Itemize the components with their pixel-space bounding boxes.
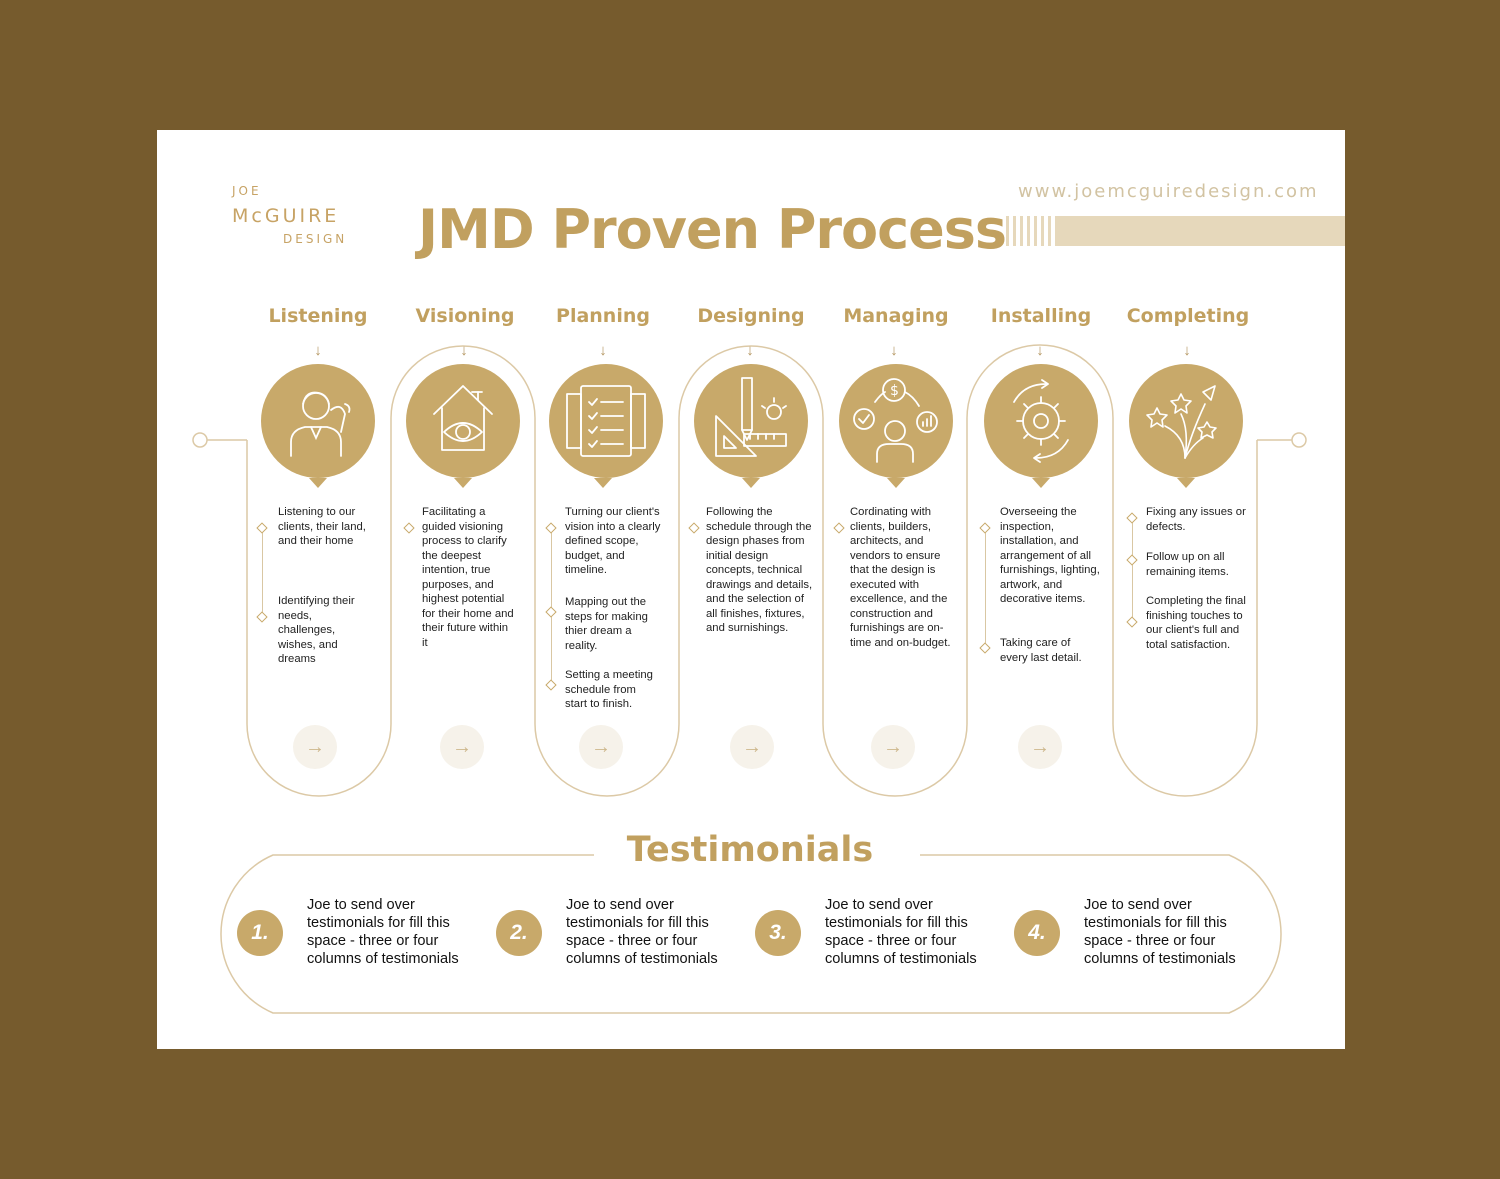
testimonial-number-badge: 4. [1014, 910, 1060, 956]
down-arrow-icon: ↓ [1183, 342, 1191, 359]
down-arrow-icon: ↓ [1036, 342, 1044, 359]
step-item: Turning our client's vision into a clear… [565, 506, 661, 576]
down-arrow-icon: ↓ [599, 342, 607, 359]
pointer-decoration [1177, 478, 1195, 488]
step-item: Facilitating a guided visioning process … [422, 506, 514, 649]
next-arrow-icon: → [871, 725, 915, 769]
stripe-decoration [1013, 216, 1016, 246]
pointer-decoration [594, 478, 612, 488]
timeline-line [262, 528, 263, 618]
step-item: Overseeing the inspection, installation,… [1000, 506, 1100, 605]
step-item: Taking care of every last detail. [1000, 637, 1082, 664]
logo-line-joe: JOE [232, 184, 262, 198]
step-item: Identifying their needs, challenges, wis… [278, 595, 355, 665]
next-arrow-icon: → [1018, 725, 1062, 769]
step-circle-managing: $ [839, 364, 953, 478]
step-title-managing: Managing [843, 305, 949, 327]
stripe-decoration [1041, 216, 1044, 246]
pointer-decoration [887, 478, 905, 488]
down-arrow-icon: ↓ [890, 342, 898, 359]
stripe-decoration [1020, 216, 1023, 246]
timeline-line [1132, 518, 1133, 622]
stripe-decoration [1034, 216, 1037, 246]
step-title-visioning: Visioning [415, 305, 515, 327]
page-title: JMD Proven Process [418, 198, 1007, 261]
step-item: Completing the final finishing touches t… [1146, 595, 1246, 651]
stripe-decoration [1027, 216, 1030, 246]
step-item: Following the schedule through the desig… [706, 506, 813, 634]
next-arrow-icon: → [730, 725, 774, 769]
website-url: www.joemcguiredesign.com [1018, 181, 1319, 202]
stars-icon [1146, 385, 1217, 459]
down-arrow-icon: ↓ [460, 342, 468, 359]
step-title-designing: Designing [697, 305, 805, 327]
step-circle-listening [261, 364, 375, 478]
next-arrow-icon: → [579, 725, 623, 769]
testimonial-text: Joe to send over testimonials for fill t… [566, 897, 718, 967]
step-item: Follow up on all remaining items. [1146, 551, 1229, 578]
step-title-listening: Listening [268, 305, 368, 327]
step-circle-visioning [406, 364, 520, 478]
checklist-icon [566, 385, 646, 457]
manager-icon: $ [853, 378, 938, 463]
logo-line-mcguire: McGUIRE [232, 205, 340, 227]
header-bar-decoration [1055, 216, 1345, 246]
step-title-installing: Installing [990, 305, 1092, 327]
svg-text:$: $ [890, 383, 899, 399]
testimonial-number-badge: 2. [496, 910, 542, 956]
stripe-decoration [1048, 216, 1051, 246]
step-title-planning: Planning [556, 305, 650, 327]
next-arrow-icon: → [440, 725, 484, 769]
step-item: Mapping out the steps for making thier d… [565, 596, 648, 652]
step-item: Listening to our clients, their land, an… [278, 506, 366, 547]
step-item: Cordinating with clients, builders, arch… [850, 506, 951, 649]
step-title-completing: Completing [1126, 305, 1250, 327]
testimonial-text: Joe to send over testimonials for fill t… [307, 897, 459, 967]
pointer-decoration [454, 478, 472, 488]
timeline-line [985, 528, 986, 648]
step-circle-designing [694, 364, 808, 478]
drafting-tools-icon [715, 377, 787, 457]
step-circle-installing [984, 364, 1098, 478]
infographic-card [157, 130, 1345, 1049]
down-arrow-icon: ↓ [314, 342, 322, 359]
house-eye-icon [433, 385, 493, 451]
stripe-decoration [1006, 216, 1009, 246]
testimonial-text: Joe to send over testimonials for fill t… [1084, 897, 1236, 967]
testimonial-text: Joe to send over testimonials for fill t… [825, 897, 977, 967]
testimonial-number-badge: 1. [237, 910, 283, 956]
step-item: Fixing any issues or defects. [1146, 506, 1246, 533]
logo-line-design: DESIGN [283, 232, 348, 246]
pointer-decoration [742, 478, 760, 488]
step-item: Setting a meeting schedule from start to… [565, 669, 653, 710]
pointer-decoration [1032, 478, 1050, 488]
down-arrow-icon: ↓ [746, 342, 754, 359]
listening-person-icon [290, 391, 351, 457]
next-arrow-icon: → [293, 725, 337, 769]
testimonials-title: Testimonials [626, 830, 874, 870]
step-circle-completing [1129, 364, 1243, 478]
testimonial-number-badge: 3. [755, 910, 801, 956]
pointer-decoration [309, 478, 327, 488]
step-circle-planning [549, 364, 663, 478]
gear-cycle-icon [1013, 379, 1069, 463]
